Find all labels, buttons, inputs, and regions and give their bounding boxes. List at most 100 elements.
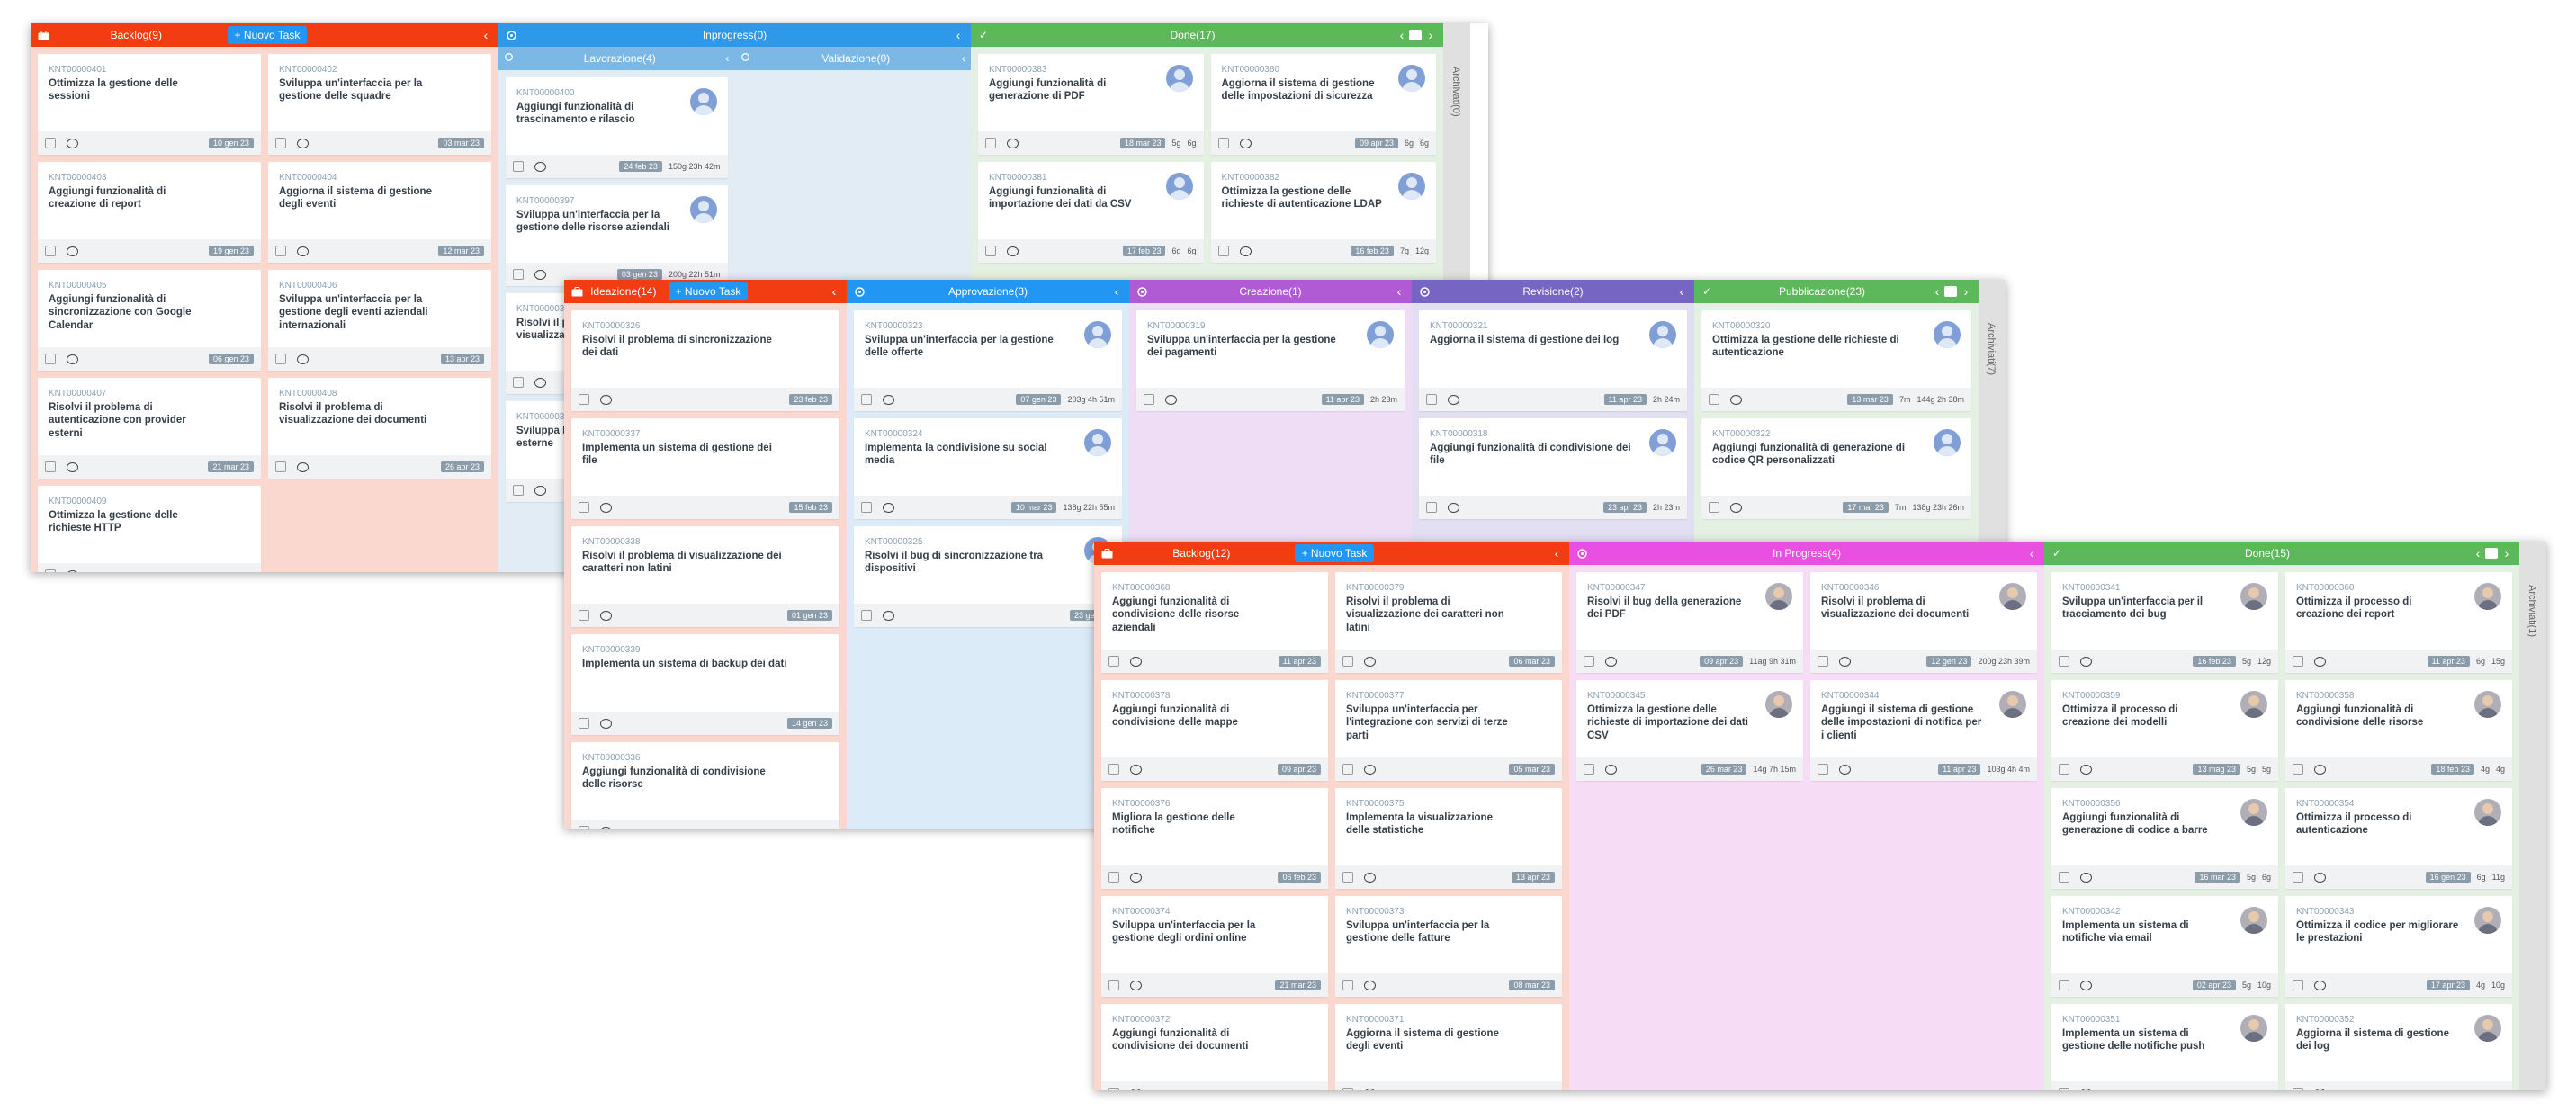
checklist-icon[interactable] — [579, 394, 589, 405]
comment-icon[interactable] — [1364, 980, 1376, 990]
checklist-icon[interactable] — [2059, 980, 2069, 990]
comment-icon[interactable] — [1839, 656, 1851, 667]
checklist-icon[interactable] — [1144, 394, 1154, 405]
checklist-icon[interactable] — [2059, 872, 2069, 883]
new-task-button[interactable]: + Nuovo Task — [1294, 544, 1375, 562]
checklist-icon[interactable] — [513, 269, 524, 280]
comment-icon[interactable] — [534, 377, 546, 388]
comment-icon[interactable] — [1730, 502, 1742, 513]
comment-icon[interactable] — [297, 354, 309, 364]
checklist-icon[interactable] — [1818, 656, 1828, 667]
comment-icon[interactable] — [297, 138, 309, 148]
comment-icon[interactable] — [2080, 1088, 2092, 1090]
checklist-icon[interactable] — [275, 354, 286, 364]
chevron-left-icon[interactable]: ‹ — [2475, 546, 2481, 560]
comment-icon[interactable] — [1364, 872, 1376, 883]
comment-icon[interactable] — [1007, 246, 1019, 256]
checklist-icon[interactable] — [2059, 1088, 2069, 1090]
comment-icon[interactable] — [2314, 872, 2326, 883]
chevron-right-icon[interactable]: › — [2504, 546, 2509, 560]
comment-icon[interactable] — [1605, 764, 1617, 775]
checklist-icon[interactable] — [1342, 980, 1353, 990]
checklist-icon[interactable] — [985, 246, 996, 256]
checklist-icon[interactable] — [2293, 980, 2303, 990]
comment-icon[interactable] — [2080, 872, 2092, 883]
checklist-icon[interactable] — [1709, 502, 1719, 513]
comment-icon[interactable] — [600, 826, 612, 829]
chevron-left-icon[interactable]: ‹ — [831, 284, 837, 299]
comment-icon[interactable] — [600, 718, 612, 729]
checklist-icon[interactable] — [45, 461, 56, 472]
comment-icon[interactable] — [883, 394, 894, 405]
checklist-icon[interactable] — [579, 502, 589, 513]
comment-icon[interactable] — [1364, 656, 1376, 667]
checklist-icon[interactable] — [2293, 764, 2303, 775]
checklist-icon[interactable] — [1709, 394, 1719, 405]
checklist-icon[interactable] — [45, 569, 56, 572]
comment-icon[interactable] — [600, 610, 612, 621]
chevron-left-icon[interactable]: ‹ — [1399, 28, 1405, 42]
checklist-icon[interactable] — [1108, 872, 1119, 883]
checklist-icon[interactable] — [2293, 872, 2303, 883]
checklist-icon[interactable] — [2293, 656, 2303, 667]
chevron-left-icon[interactable]: ‹ — [1934, 284, 1940, 299]
chevron-left-icon[interactable]: ‹ — [956, 28, 961, 42]
chevron-left-icon[interactable]: ‹ — [1396, 284, 1402, 299]
comment-icon[interactable] — [1130, 1088, 1142, 1090]
checklist-icon[interactable] — [1108, 656, 1119, 667]
chevron-left-icon[interactable]: ‹ — [483, 28, 489, 42]
chevron-right-icon[interactable]: › — [1428, 28, 1433, 42]
comment-icon[interactable] — [2314, 980, 2326, 990]
comment-icon[interactable] — [1130, 980, 1142, 990]
comment-icon[interactable] — [1448, 394, 1459, 405]
checklist-icon[interactable] — [1217, 138, 1229, 148]
checklist-icon[interactable] — [1108, 1088, 1119, 1090]
checklist-icon[interactable] — [1108, 980, 1119, 990]
comment-icon[interactable] — [1007, 138, 1019, 148]
checklist-icon[interactable] — [1342, 1088, 1353, 1090]
comment-icon[interactable] — [67, 569, 78, 572]
comment-icon[interactable] — [1730, 394, 1742, 405]
comment-icon[interactable] — [600, 394, 612, 405]
comment-icon[interactable] — [2314, 656, 2326, 667]
comment-icon[interactable] — [67, 246, 78, 256]
chevron-left-icon[interactable]: ‹ — [725, 52, 730, 65]
checklist-icon[interactable] — [1108, 764, 1119, 775]
checklist-icon[interactable] — [985, 138, 996, 148]
comment-icon[interactable] — [600, 502, 612, 513]
comment-icon[interactable] — [1239, 138, 1252, 148]
comment-icon[interactable] — [2314, 1088, 2326, 1090]
comment-icon[interactable] — [883, 610, 894, 621]
chevron-left-icon[interactable]: ‹ — [1679, 284, 1684, 299]
comment-icon[interactable] — [2080, 764, 2092, 775]
